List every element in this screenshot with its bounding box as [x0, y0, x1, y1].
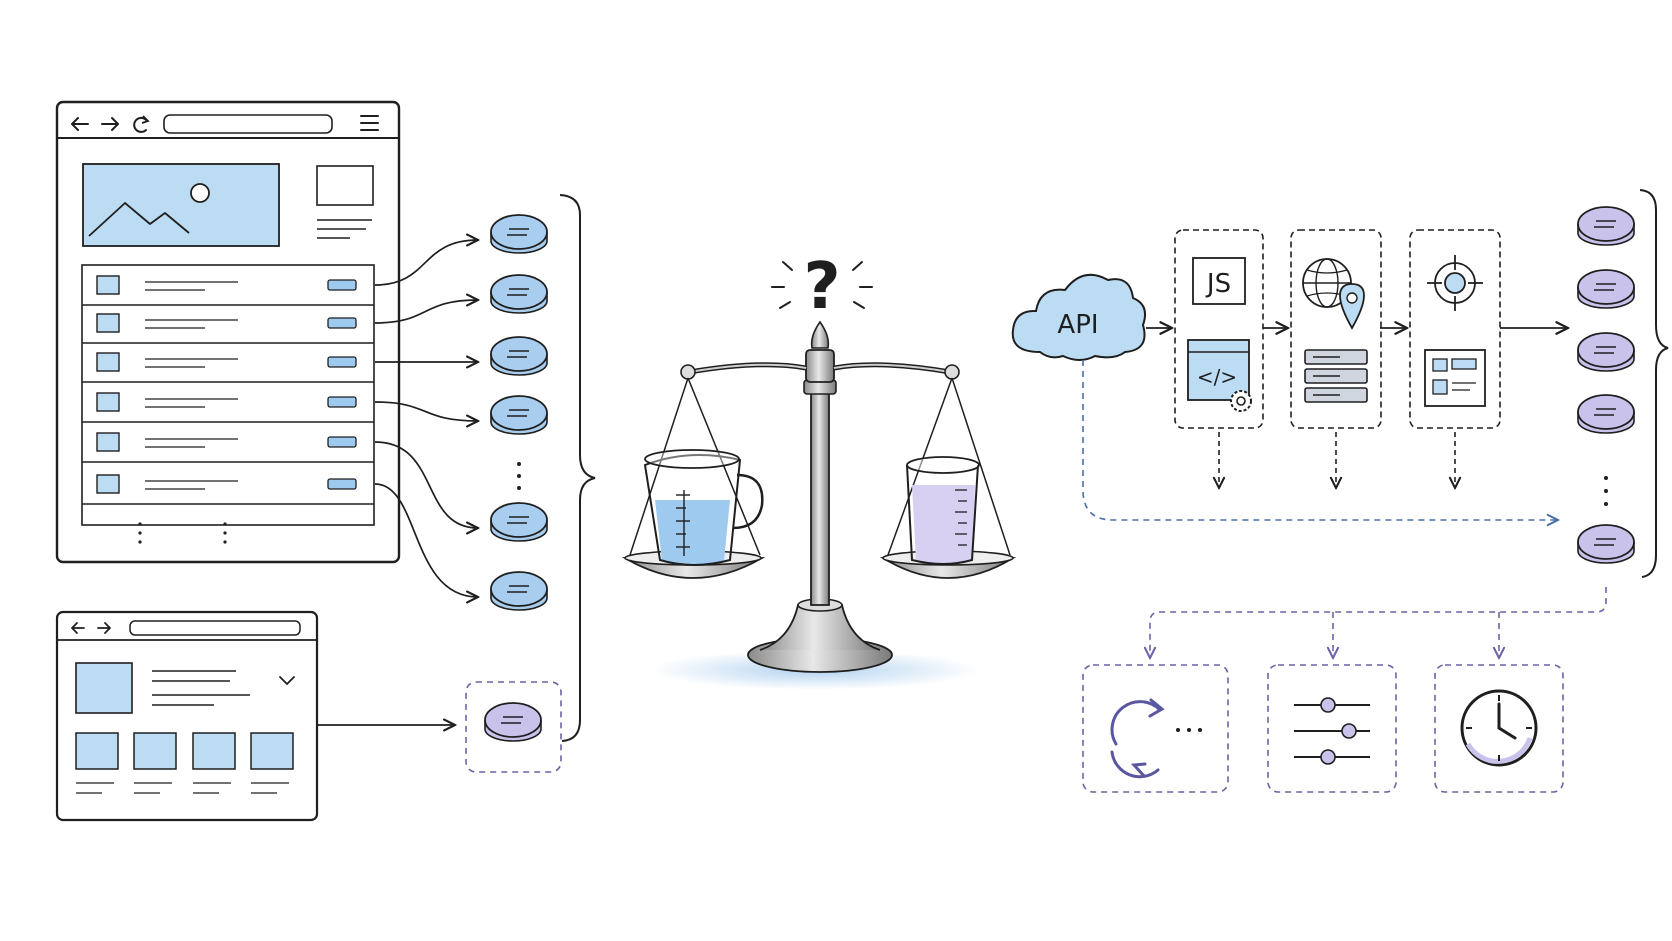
list-panel — [81, 264, 375, 526]
highlight-box — [465, 681, 562, 773]
browser-window-main — [55, 100, 401, 564]
js-label: JS — [1205, 269, 1231, 299]
code-window-gear-icon: </> — [1187, 339, 1252, 412]
output-settings — [1267, 664, 1397, 793]
token-disc-icon — [490, 274, 548, 314]
row-action-button[interactable] — [327, 279, 357, 291]
token-disc-icon — [490, 336, 548, 376]
pipeline-stage-js: JS </> — [1174, 229, 1264, 429]
svg-text:</>: </> — [1197, 365, 1237, 389]
svg-text:?: ? — [803, 250, 840, 324]
list-rows — [82, 275, 374, 505]
left-disc-stack — [484, 214, 548, 742]
right-brace — [1639, 189, 1669, 578]
pipeline-stage-geo — [1290, 229, 1382, 429]
address-bar[interactable] — [163, 114, 333, 134]
server-stack-icon — [1304, 349, 1368, 403]
pipeline-stage-target — [1409, 229, 1501, 429]
side-thumbnail — [316, 165, 374, 206]
browser-window-small — [55, 610, 319, 822]
row-connectors — [318, 240, 478, 725]
output-refresh — [1082, 664, 1229, 793]
thumbnail-tiles — [75, 732, 294, 794]
row-checkbox-icon — [96, 432, 120, 452]
row-checkbox-icon — [96, 474, 120, 494]
token-disc-icon — [1577, 524, 1635, 564]
row-action-button[interactable] — [327, 436, 357, 448]
api-cloud: API — [1011, 273, 1146, 361]
token-disc-icon — [484, 702, 542, 742]
left-brace — [559, 194, 596, 742]
token-disc-icon — [1577, 332, 1635, 372]
right-more-dots — [1604, 476, 1608, 506]
right-disc-stack — [1577, 206, 1635, 564]
arrow-left-icon[interactable] — [71, 622, 85, 634]
row-action-button[interactable] — [327, 478, 357, 490]
token-disc-icon — [1577, 206, 1635, 246]
question-mark-icon: ? — [771, 250, 873, 324]
token-disc-icon — [1577, 394, 1635, 434]
form-layout-icon — [1424, 349, 1486, 407]
output-schedule — [1434, 664, 1564, 793]
row-checkbox-icon — [96, 392, 120, 412]
token-disc-icon — [490, 214, 548, 254]
image-placeholder-icon — [82, 163, 280, 247]
chevron-down-icon[interactable] — [279, 676, 295, 686]
arrow-right-icon[interactable] — [101, 117, 119, 131]
list-item[interactable] — [82, 474, 374, 505]
api-label: API — [1057, 310, 1098, 340]
row-checkbox-icon — [96, 352, 120, 372]
token-disc-icon — [1577, 269, 1635, 309]
bypass-dashed-path — [1082, 360, 1558, 520]
crosshair-target-icon — [1427, 255, 1483, 311]
token-disc-icon — [490, 502, 548, 542]
list-item[interactable] — [82, 352, 374, 383]
row-action-button[interactable] — [327, 396, 357, 408]
hamburger-menu-icon[interactable] — [360, 115, 379, 131]
thumbnail-tile[interactable] — [75, 732, 119, 794]
clock-icon — [1460, 689, 1538, 767]
row-action-button[interactable] — [327, 356, 357, 368]
token-disc-icon — [490, 395, 548, 435]
thumbnail-tile[interactable] — [133, 732, 177, 794]
list-item[interactable] — [82, 392, 374, 423]
token-disc-icon — [490, 571, 548, 611]
row-checkbox-icon — [96, 275, 120, 295]
thumbnail-tile[interactable] — [250, 732, 294, 794]
measuring-cup-water — [643, 449, 764, 566]
row-action-button[interactable] — [327, 317, 357, 329]
text-lines — [152, 670, 250, 706]
list-item[interactable] — [82, 275, 374, 306]
refresh-cycle-icon — [1110, 698, 1165, 779]
address-bar[interactable] — [129, 620, 301, 636]
sliders-icon — [1294, 697, 1370, 765]
more-rows-dots — [138, 522, 227, 544]
reload-icon[interactable] — [133, 115, 150, 133]
stage-down-arrows — [1219, 432, 1455, 488]
list-item[interactable] — [82, 313, 374, 344]
output-branch-lines — [1150, 587, 1607, 658]
balance-scale-icon: ? — [621, 250, 1017, 690]
thumbnail-large — [75, 662, 133, 714]
beaker-liquid — [906, 456, 980, 565]
row-checkbox-icon — [96, 313, 120, 333]
side-text-lines — [317, 219, 372, 239]
left-more-dots — [517, 462, 521, 490]
globe-location-pin-icon — [1302, 258, 1365, 330]
thumbnail-tile[interactable] — [192, 732, 236, 794]
arrow-left-icon[interactable] — [71, 117, 89, 131]
list-item[interactable] — [82, 432, 374, 463]
arrow-right-icon[interactable] — [97, 622, 111, 634]
